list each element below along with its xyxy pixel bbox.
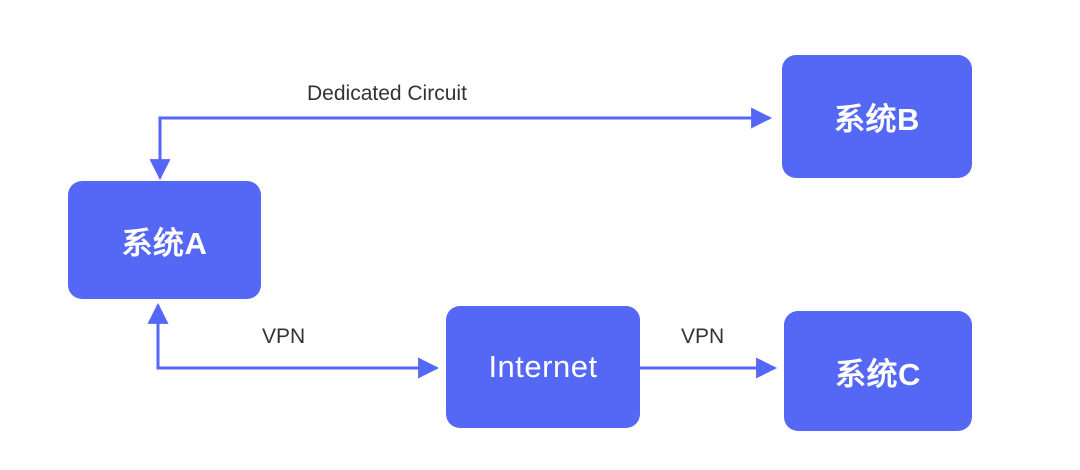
edge-label-vpn-left: VPN [262, 325, 306, 348]
edge-vpn-left [147, 302, 440, 379]
edge-label-dedicated-circuit: Dedicated Circuit [307, 82, 467, 105]
node-system-a[interactable]: 系统A [68, 181, 261, 299]
node-system-b[interactable]: 系统B [782, 55, 972, 178]
edge-label-vpn-right: VPN [681, 325, 725, 348]
node-internet[interactable]: Internet [446, 306, 640, 428]
node-system-c[interactable]: 系统C [784, 311, 972, 431]
node-internet-label: Internet [488, 349, 598, 384]
node-system-b-label: 系统B [834, 102, 920, 137]
node-system-c-label: 系统C [835, 356, 921, 392]
node-system-a-label: 系统A [121, 225, 208, 261]
edge-dedicated-circuit [149, 107, 773, 181]
